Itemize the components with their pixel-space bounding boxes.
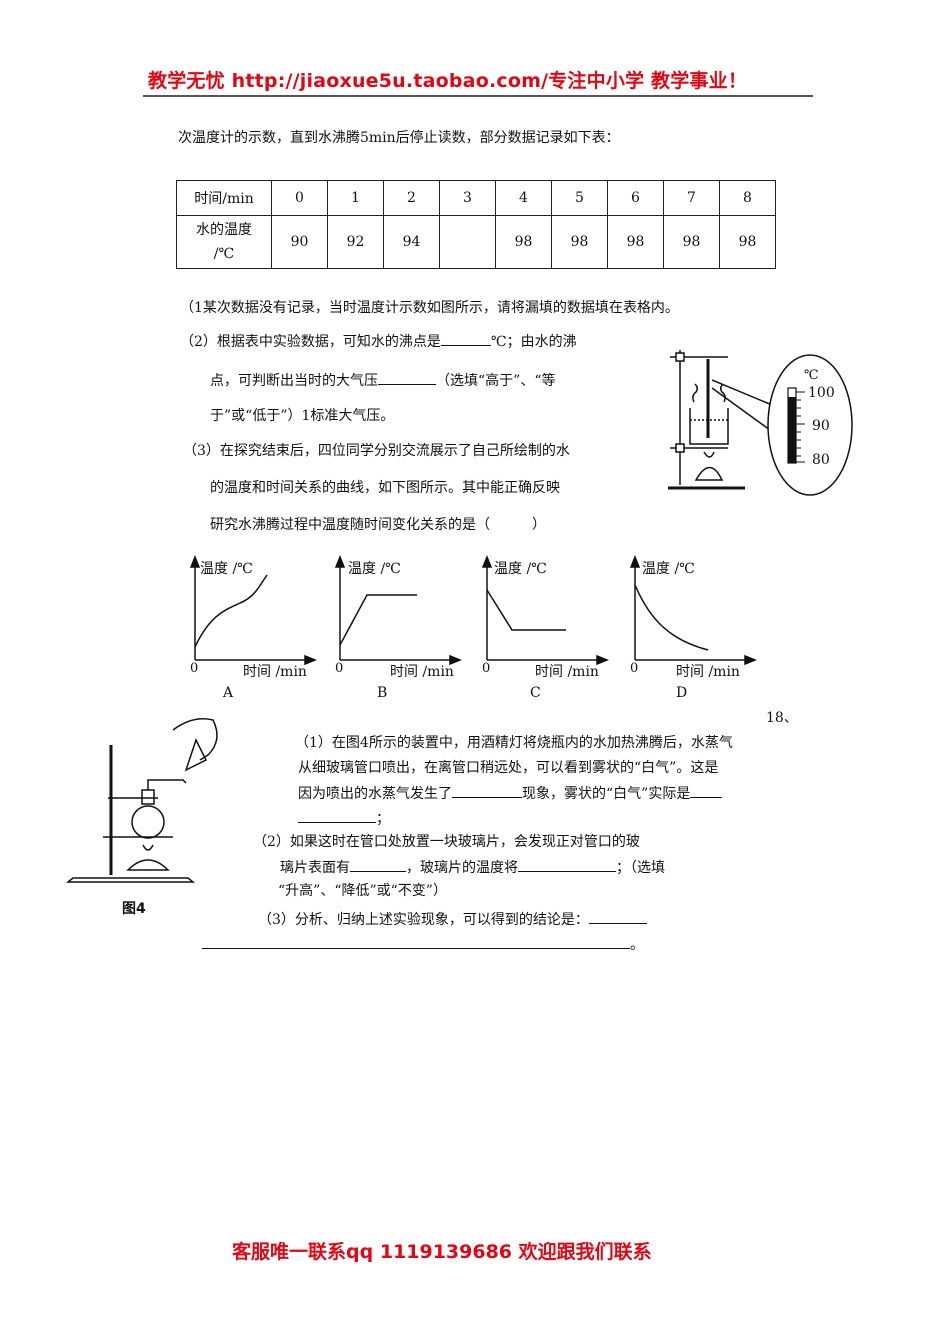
boiling-apparatus-figure — [668, 350, 853, 496]
chart-d[interactable]: 温度 /℃ 0 时间 /min D — [620, 554, 770, 705]
table-cell: 92 — [327, 215, 384, 269]
thermometer-tick-90: 90 — [812, 418, 830, 434]
figure4-apparatus — [65, 718, 218, 883]
data-table: 时间/min 0 1 2 3 4 5 6 7 8 水的温度 /℃ 90 92 9… — [176, 180, 776, 269]
q18-part1-line3: 因为喷出的水蒸气发生了 现象，雾状的“白气”实际是 — [298, 783, 723, 804]
chart-a-origin: 0 — [190, 661, 199, 676]
chart-a-option-label: A — [223, 685, 234, 701]
chart-d-ylabel: 温度 /℃ — [642, 561, 695, 577]
chart-c-option-label: C — [530, 685, 541, 701]
table-cell-missing[interactable] — [439, 215, 496, 269]
table-cell: 2 — [383, 180, 440, 216]
table-header-temp: 水的温度 /℃ — [176, 215, 272, 269]
text: 因为喷出的水蒸气发生了 — [298, 786, 452, 802]
answer-blank-pressure[interactable] — [378, 370, 436, 385]
chart-d-option-label: D — [676, 685, 688, 701]
table-cell: 0 — [271, 180, 328, 216]
table-cell: 94 — [383, 215, 440, 269]
chart-b-option-label: B — [377, 685, 388, 701]
text: （3）分析、归纳上述实验现象，可以得到的结论是： — [258, 912, 589, 928]
table-cell: 98 — [663, 215, 720, 269]
table-cell: 90 — [271, 215, 328, 269]
table-cell: 98 — [607, 215, 664, 269]
intro-text: 次温度计的示数，直到水沸腾5min后停止读数，部分数据记录如下表： — [178, 130, 620, 146]
q17-part2-line3: 于”或“低于”）1标准大气压。 — [210, 408, 395, 424]
q18-part1-line2: 从细玻璃管口喷出，在离管口稍远处，可以看到雾状的“白气”。这是 — [298, 760, 719, 776]
answer-blank-conclusion-cont[interactable] — [202, 934, 630, 949]
footer-contact: 客服唯一联系qq 1119139686 欢迎跟我们联系 — [232, 1241, 652, 1263]
text: 璃片表面有 — [280, 860, 350, 876]
text: 。 — [630, 937, 644, 953]
text: 点，可判断出当时的大气压 — [210, 373, 378, 389]
table-cell: 3 — [439, 180, 496, 216]
chart-a-ylabel: 温度 /℃ — [200, 561, 253, 577]
chart-c-ylabel: 温度 /℃ — [494, 561, 547, 577]
chart-d-xlabel: 时间 /min — [676, 664, 740, 680]
table-cell: 1 — [327, 180, 384, 216]
text: ； — [376, 811, 390, 827]
header-divider — [143, 95, 813, 97]
text: （选填“高于”、“等 — [436, 373, 556, 389]
q18-number: 18、 — [766, 710, 798, 726]
thermometer-icon — [787, 387, 805, 464]
text: ，玻璃片的温度将 — [406, 860, 518, 876]
chart-c-origin: 0 — [482, 661, 491, 676]
answer-blank-glass-surface[interactable] — [350, 857, 406, 872]
chart-c-plot — [481, 554, 610, 666]
header-banner: 教学无忧 http://jiaoxue5u.taobao.com/专注中小学 教… — [148, 70, 748, 92]
header-line: 水的温度 — [196, 222, 252, 238]
answer-blank-white-gas-cont[interactable] — [298, 808, 376, 823]
q18-part3-line1: （3）分析、归纳上述实验现象，可以得到的结论是： — [258, 909, 647, 930]
answer-blank-conclusion[interactable] — [588, 909, 647, 924]
table-row-temp: 水的温度 /℃ 90 92 94 98 98 98 98 98 — [176, 215, 776, 269]
q17-part3-line3: 研究水沸腾过程中温度随时间变化关系的是（ ） — [210, 517, 546, 533]
chart-d-origin: 0 — [630, 661, 639, 676]
thermometer-tick-80: 80 — [812, 452, 830, 468]
answer-blank-boiling-point[interactable] — [440, 331, 491, 346]
chart-a-plot — [189, 554, 318, 666]
q17-part1: （1某次数据没有记录，当时温度计示数如图所示，请将漏填的数据填在表格内。 — [180, 300, 679, 316]
q18-part3-line2: 。 — [202, 934, 644, 955]
text: （2）根据表中实验数据，可知水的沸点是 — [180, 334, 441, 350]
answer-blank-phenomenon[interactable] — [452, 783, 522, 798]
q18-part2-line2: 璃片表面有 ，玻璃片的温度将 ；（选填 — [280, 857, 665, 878]
q17-part2-line1: （2）根据表中实验数据，可知水的沸点是 ℃；由水的沸 — [180, 331, 577, 352]
q17-part2-line2: 点，可判断出当时的大气压 （选填“高于”、“等 — [210, 370, 555, 391]
table-row-time: 时间/min 0 1 2 3 4 5 6 7 8 — [176, 180, 776, 216]
q18-part1-line1: （1）在图4所示的装置中，用酒精灯将烧瓶内的水加热沸腾后，水蒸气 — [295, 735, 733, 751]
chart-a-xlabel: 时间 /min — [243, 664, 307, 680]
table-header-time: 时间/min — [176, 180, 272, 216]
table-cell: 8 — [719, 180, 776, 216]
table-cell: 98 — [551, 215, 608, 269]
table-cell: 98 — [719, 215, 776, 269]
q18-part2-line1: （2）如果这时在管口处放置一块玻璃片，会发现正对管口的玻 — [253, 834, 640, 850]
chart-c-xlabel: 时间 /min — [535, 664, 599, 680]
thermometer-unit: ℃ — [804, 368, 819, 383]
chart-b-xlabel: 时间 /min — [390, 664, 454, 680]
figure4-caption: 图4 — [122, 901, 146, 917]
chart-b-origin: 0 — [335, 661, 344, 676]
text: ；（选填 — [616, 860, 665, 876]
table-cell: 98 — [495, 215, 552, 269]
table-cell: 5 — [551, 180, 608, 216]
answer-blank-glass-temp[interactable] — [518, 857, 616, 872]
q18-part1-line4: ； — [298, 808, 390, 829]
chart-b-ylabel: 温度 /℃ — [348, 561, 401, 577]
q17-part3-line1: （3）在探究结束后，四位同学分别交流展示了自己所绘制的水 — [183, 443, 570, 459]
chart-b-plot — [334, 554, 463, 666]
table-cell: 4 — [495, 180, 552, 216]
table-cell: 7 — [663, 180, 720, 216]
header-line: /℃ — [213, 246, 235, 262]
chart-b[interactable]: 温度 /℃ 0 时间 /min B — [325, 554, 475, 705]
table-cell: 6 — [607, 180, 664, 216]
chart-a[interactable]: 温度 /℃ 0 时间 /min A — [180, 554, 330, 705]
chart-c[interactable]: 温度 /℃ 0 时间 /min C — [472, 554, 622, 705]
q18-part2-line3: “升高”、“降低”或“不变”） — [278, 883, 447, 899]
text: ℃；由水的沸 — [490, 334, 577, 350]
chart-d-plot — [629, 554, 758, 666]
text: 现象，雾状的“白气”实际是 — [522, 786, 691, 802]
answer-blank-white-gas[interactable] — [690, 783, 723, 798]
q17-part3-line2: 的温度和时间关系的曲线，如下图所示。其中能正确反映 — [210, 480, 560, 496]
thermometer-tick-100: 100 — [808, 385, 835, 401]
